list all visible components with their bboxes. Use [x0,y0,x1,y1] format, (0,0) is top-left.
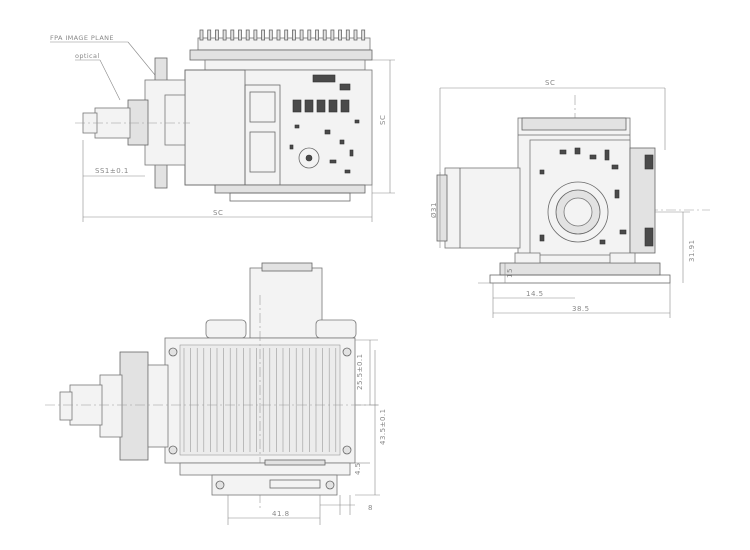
side-view: FPA IMAGE PLANE optical [50,29,395,222]
side-fin [214,29,219,41]
side-fin [284,29,289,41]
dim-front-width-top: SC [545,79,555,87]
top-view: 25.5±0.1 43.5±0.1 4.5 41.8 8 [45,262,387,525]
front-lens-barrel [444,167,521,249]
top-flex-cable [249,267,323,339]
dim-top-bottom-w: 41.8 [272,510,290,518]
side-fin [315,29,319,41]
side-fin [353,29,358,41]
side-fin [222,29,227,41]
dim-front-diameter: Ø31 [430,202,438,218]
dim-front-right-h: 31.91 [688,239,696,262]
front-view: SC [430,79,710,318]
side-fin [253,29,258,41]
side-fin [276,29,281,41]
side-fin [322,29,327,41]
side-fin [238,29,242,41]
side-fin [307,29,312,41]
dim-side-height: SC [379,115,387,125]
side-fin [338,29,343,41]
dim-top-h2: 43.5±0.1 [379,408,387,445]
front-base-plate [499,262,661,276]
dim-side-lens: SS1±0.1 [95,167,129,175]
side-pcb-components [289,74,360,174]
side-heatsink-fins [197,29,371,51]
dim-top-h1: 25.5±0.1 [356,353,364,390]
side-fin [245,29,250,41]
side-fin [199,29,204,41]
optical-label: optical [75,52,100,60]
side-fin [207,29,212,41]
side-fin [261,29,266,41]
top-lens-assembly [59,351,169,461]
dim-side-length: SC [213,209,223,217]
dim-front-total-w: 38.5 [572,305,590,313]
side-fin [330,29,335,41]
side-fin [299,29,304,41]
side-fin [291,29,296,41]
dim-top-h3: 4.5 [354,462,362,475]
side-fin [268,29,273,41]
dim-front-base-h: 15 [506,268,514,278]
side-fin [361,29,366,41]
side-lens-assembly [82,57,186,189]
dim-front-left-w: 14.5 [526,290,544,298]
dim-top-small: 8 [368,504,373,512]
side-fin [230,29,235,41]
side-fin [345,29,350,41]
fpa-image-plane-label: FPA IMAGE PLANE [50,34,114,42]
front-pcb [529,139,631,256]
